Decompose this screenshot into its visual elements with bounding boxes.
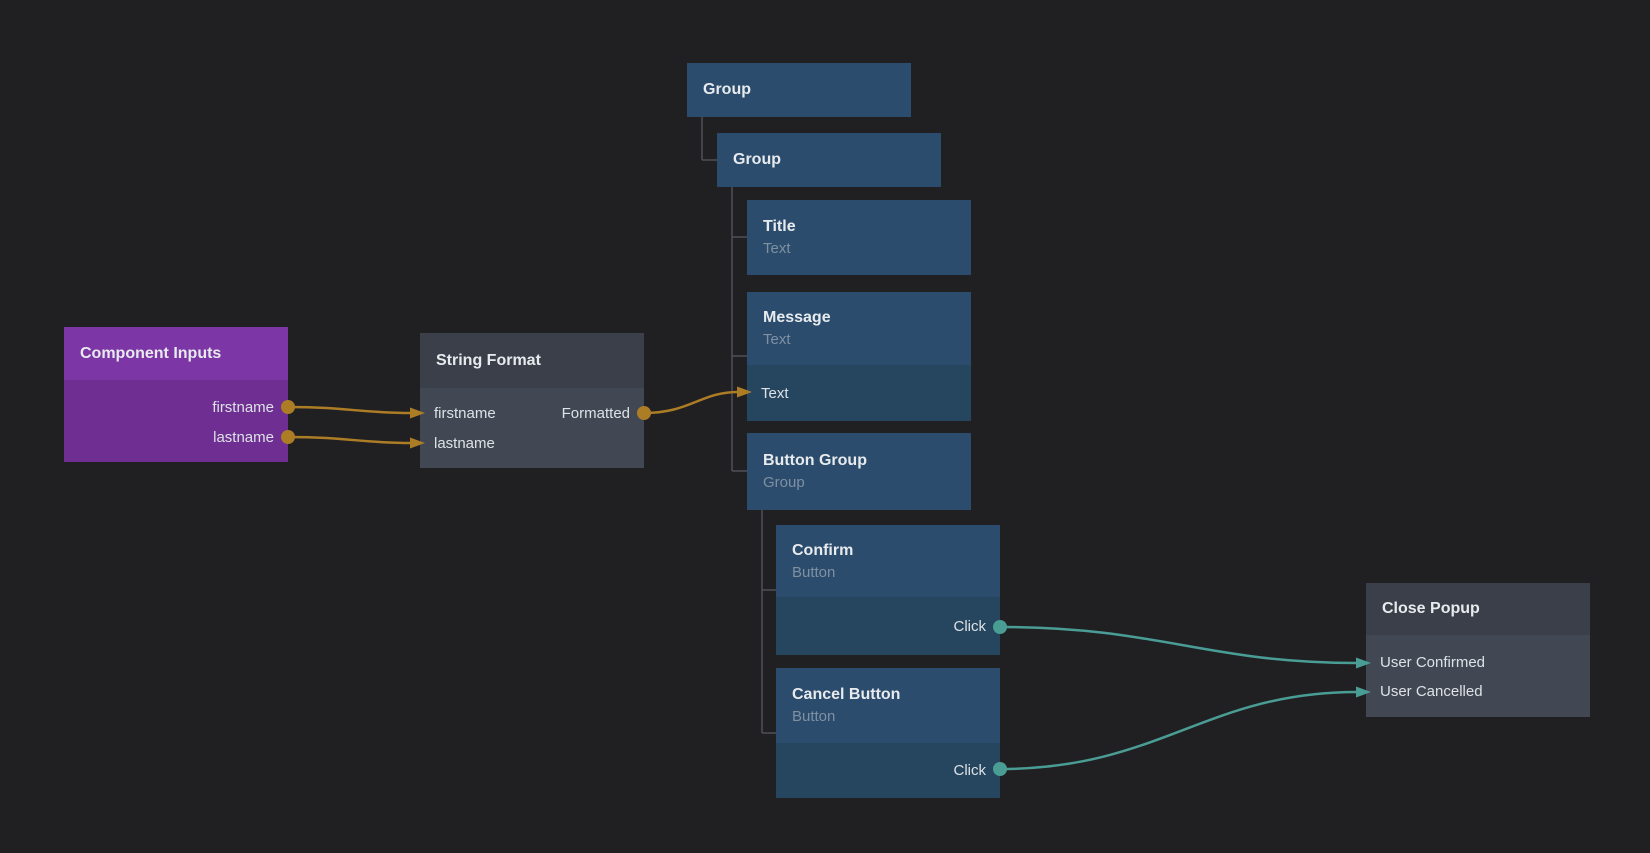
port-label: Click bbox=[953, 617, 987, 635]
output-port-firstname[interactable]: firstname bbox=[212, 398, 274, 416]
node-title: Title bbox=[763, 218, 796, 235]
node-group-outer[interactable]: Group bbox=[687, 63, 911, 117]
output-port-click[interactable]: Click bbox=[776, 743, 1000, 798]
node-title: Confirm bbox=[792, 541, 854, 559]
node-string-format[interactable]: String Format firstname Formatted lastname bbox=[420, 333, 644, 468]
output-port-click[interactable]: Click bbox=[776, 597, 1000, 655]
node-subtitle: Button bbox=[792, 563, 836, 581]
node-header-close-popup[interactable]: Close Popup bbox=[1366, 583, 1590, 635]
input-port-text[interactable]: Text bbox=[747, 365, 971, 421]
node-title: Close Popup bbox=[1382, 600, 1480, 617]
node-title: Component Inputs bbox=[80, 344, 222, 362]
node-title: Message bbox=[763, 309, 831, 326]
output-port-formatted[interactable]: Formatted bbox=[561, 404, 630, 422]
node-subtitle: Button bbox=[792, 708, 836, 725]
port-label: Click bbox=[953, 762, 987, 779]
input-port-user-cancelled[interactable]: User Cancelled bbox=[1380, 683, 1483, 700]
node-subtitle: Text bbox=[763, 331, 791, 348]
node-title: Cancel Button bbox=[792, 686, 901, 703]
io-row: firstname Formatted bbox=[420, 398, 644, 428]
node-title: String Format bbox=[436, 351, 541, 369]
node-header-group-outer[interactable]: Group bbox=[687, 63, 911, 117]
output-port-lastname[interactable]: lastname bbox=[213, 428, 274, 446]
input-port-user-confirmed[interactable]: User Confirmed bbox=[1380, 654, 1486, 671]
node-component-inputs[interactable]: Component Inputs firstname lastname bbox=[64, 327, 288, 462]
node-group-inner[interactable]: Group bbox=[717, 133, 941, 187]
io-row: User Confirmed bbox=[1366, 648, 1590, 677]
io-row: firstname bbox=[64, 392, 288, 422]
node-header-string-format[interactable]: String Format bbox=[420, 333, 644, 388]
node-body: firstname Formatted lastname bbox=[420, 388, 644, 468]
node-subtitle: Group bbox=[763, 474, 805, 491]
input-port-firstname[interactable]: firstname bbox=[434, 404, 496, 422]
input-port-lastname[interactable]: lastname bbox=[434, 434, 495, 452]
node-title: Button Group bbox=[763, 452, 867, 469]
node-header-component-inputs[interactable]: Component Inputs bbox=[64, 327, 288, 380]
port-label: Text bbox=[761, 384, 789, 402]
node-header-group-inner[interactable]: Group bbox=[717, 133, 941, 187]
node-body: firstname lastname bbox=[64, 380, 288, 462]
node-title: Group bbox=[703, 81, 751, 98]
io-row: lastname bbox=[420, 428, 644, 458]
io-row: User Cancelled bbox=[1366, 677, 1590, 706]
node-title: Group bbox=[733, 151, 781, 168]
node-subtitle: Text bbox=[763, 240, 791, 257]
io-row: lastname bbox=[64, 422, 288, 452]
